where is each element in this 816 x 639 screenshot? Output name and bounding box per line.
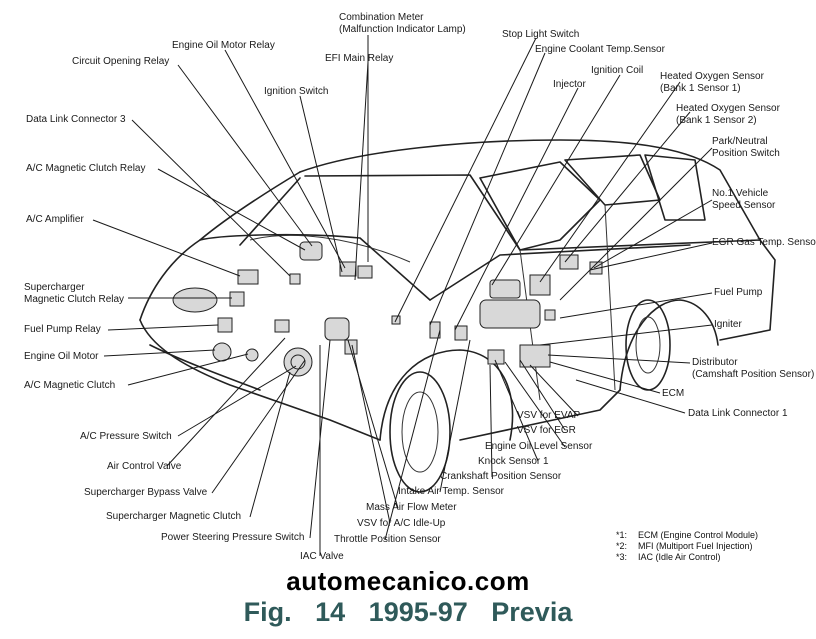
label-fuel-pump-relay: Fuel Pump Relay [24,324,101,335]
label-text: Supercharger [24,282,85,293]
legend-text: MFI (Multiport Fuel Injection) [638,541,753,551]
legend-marker: *3: [616,552,628,562]
label-no1-vehicle-speed-sensor: No.1 Vehicle Speed Sensor [712,188,775,212]
label-mass-air-flow-meter: Mass Air Flow Meter [366,502,457,513]
legend-marker: *1: [616,530,628,540]
legend-marker: *2: [616,541,628,551]
label-throttle-position-sensor: Throttle Position Sensor [334,534,441,545]
legend-row: *1: ECM (Engine Control Module) [616,530,758,541]
legend-row: *2: MFI (Multiport Fuel Injection) [616,541,758,552]
label-stop-light-switch: Stop Light Switch [502,29,580,40]
label-subtext: Position Switch [712,148,780,159]
label-vsv-for-egr: VSV for EGR [517,425,576,436]
label-iac-valve: IAC Valve [300,551,344,562]
label-data-link-connector-3: Data Link Connector 3 [26,114,126,125]
leader-lines [92,35,713,556]
legend-row: *3: IAC (Idle Air Control) [616,552,758,563]
label-text: Heated Oxygen Sensor [676,103,780,114]
label-text: Park/Neutral [712,136,768,147]
abbreviation-legend: *1: ECM (Engine Control Module) *2: MFI … [616,530,758,563]
label-subtext: (Malfunction Indicator Lamp) [339,24,466,35]
label-heated-oxygen-sensor-b1s2: Heated Oxygen Sensor (Bank 1 Sensor 2) [676,103,780,127]
label-igniter: Igniter [714,319,742,330]
vehicle-body [139,139,776,493]
label-ignition-switch: Ignition Switch [264,86,329,97]
label-subtext: (Camshaft Position Sensor) [692,369,815,380]
label-injector: Injector [553,79,586,90]
label-distributor: Distributor (Camshaft Position Sensor) [692,357,814,381]
label-vsv-for-ac-idle-up: VSV for A/C Idle-Up [357,518,446,529]
label-supercharger-bypass-valve: Supercharger Bypass Valve [84,487,208,498]
label-air-control-valve: Air Control Valve [107,461,182,472]
label-text: Heated Oxygen Sensor [660,71,764,82]
label-text: Combination Meter [339,12,424,23]
label-engine-oil-level-sensor: Engine Oil Level Sensor [485,441,593,452]
legend-text: IAC (Idle Air Control) [638,552,721,562]
figure-caption: Fig. 14 1995-97 Previa [243,597,573,627]
label-knock-sensor-1: Knock Sensor 1 [478,456,549,467]
label-intake-air-temp-sensor: Intake Air Temp. Sensor [398,486,504,497]
label-subtext: Speed Sensor [712,200,776,211]
label-engine-oil-motor: Engine Oil Motor [24,351,99,362]
label-ac-magnetic-clutch: A/C Magnetic Clutch [24,380,116,391]
label-heated-oxygen-sensor-b1s1: Heated Oxygen Sensor (Bank 1 Sensor 1) [660,71,764,95]
label-text: No.1 Vehicle [712,188,769,199]
label-efi-main-relay: EFI Main Relay [325,53,394,64]
label-egr-gas-temp-sensor: EGR Gas Temp. Sensor [712,237,816,248]
label-vsv-for-evap: VSV for EVAP [517,410,581,421]
label-combination-meter: Combination Meter (Malfunction Indicator… [339,12,466,36]
label-engine-coolant-temp-sensor: Engine Coolant Temp.Sensor [535,44,665,55]
label-data-link-connector-1: Data Link Connector 1 [688,408,788,419]
label-supercharger-magnetic-clutch-relay: Supercharger Magnetic Clutch Relay [24,282,124,306]
label-supercharger-magnetic-clutch: Supercharger Magnetic Clutch [106,511,242,522]
label-subtext: (Bank 1 Sensor 2) [676,115,757,126]
legend-text: ECM (Engine Control Module) [638,530,759,540]
label-ac-amplifier: A/C Amplifier [26,214,84,225]
label-subtext: Magnetic Clutch Relay [24,294,125,305]
label-park-neutral-switch: Park/Neutral Position Switch [712,136,780,160]
label-crankshaft-position-sensor: Crankshaft Position Sensor [440,471,562,482]
label-ecm: ECM [662,388,685,399]
label-ac-magnetic-clutch-relay: A/C Magnetic Clutch Relay [26,163,146,174]
label-power-steering-pressure-switch: Power Steering Pressure Switch [161,532,305,543]
label-subtext: (Bank 1 Sensor 1) [660,83,741,94]
label-ignition-coil: Ignition Coil [591,65,644,76]
website-watermark: automecanico.com [286,566,530,596]
label-text: Distributor [692,357,738,368]
label-fuel-pump: Fuel Pump [714,287,763,298]
label-ac-pressure-switch: A/C Pressure Switch [80,431,172,442]
label-circuit-opening-relay: Circuit Opening Relay [72,56,170,67]
label-engine-oil-motor-relay: Engine Oil Motor Relay [172,40,275,51]
